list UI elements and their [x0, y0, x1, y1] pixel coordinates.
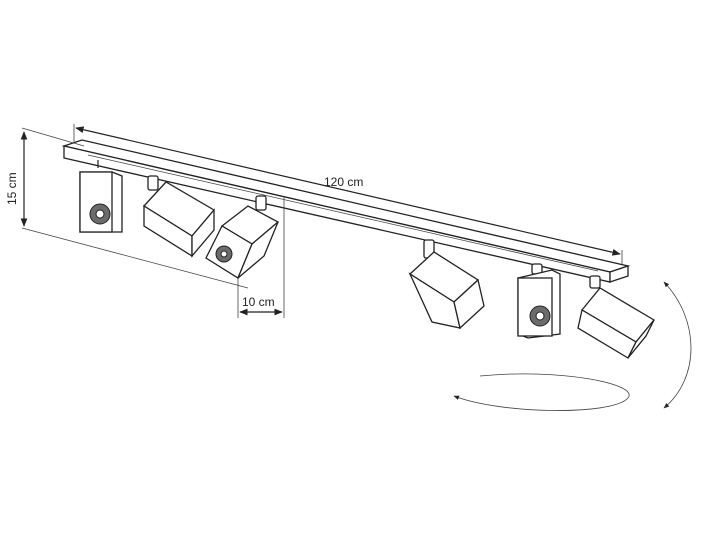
spotlight-3 — [205, 195, 280, 279]
height-dimension-label: 15 cm — [5, 172, 19, 205]
rotate-vertical-arrow-icon — [663, 281, 692, 409]
spotlight-4 — [408, 239, 485, 330]
height-dimension: 15 cm — [5, 127, 249, 289]
spotlight-5 — [517, 263, 561, 339]
spotlight-6 — [577, 275, 655, 359]
length-dimension-label: 120 cm — [324, 175, 363, 189]
length-dimension: 120 cm — [73, 124, 623, 264]
rotate-horizontal-arrow-icon — [453, 373, 630, 411]
spotlight-2 — [142, 175, 215, 258]
width-dimension-label: 10 cm — [242, 295, 275, 309]
spotlight-1 — [79, 160, 123, 233]
